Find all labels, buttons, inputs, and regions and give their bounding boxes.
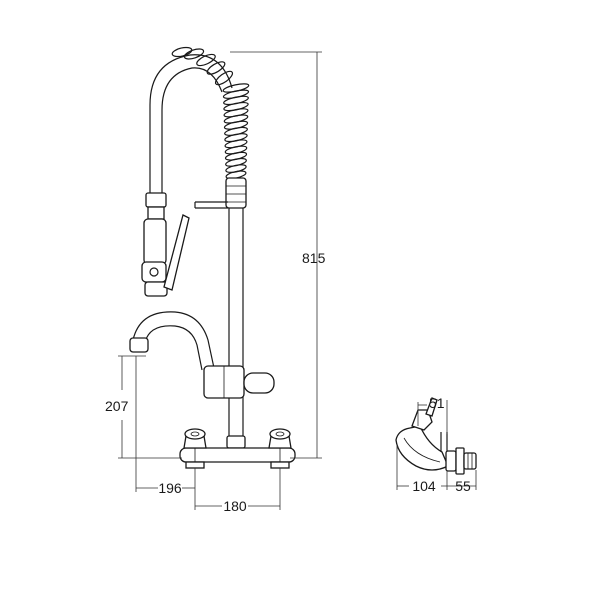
spring-coil bbox=[223, 95, 249, 106]
side-view bbox=[395, 397, 477, 475]
left-tap-head bbox=[183, 428, 207, 449]
spring-coil bbox=[223, 101, 249, 112]
spring-coil bbox=[225, 157, 247, 167]
spring-coil bbox=[223, 114, 249, 124]
dimension-side-depth bbox=[396, 444, 477, 490]
dimension-overall-height bbox=[230, 51, 322, 459]
hose-hook bbox=[194, 201, 228, 209]
spring-coil bbox=[222, 89, 250, 99]
spray-head bbox=[141, 192, 190, 297]
hose bbox=[149, 54, 233, 195]
right-tap-head bbox=[268, 428, 292, 449]
overall-height-label: 815 bbox=[302, 250, 326, 266]
dimension-inlet-centres bbox=[195, 468, 281, 510]
spring-coil bbox=[183, 48, 205, 60]
spring-coil bbox=[224, 145, 248, 155]
wall-bar bbox=[179, 447, 296, 463]
spring-coil bbox=[214, 70, 234, 86]
spring-coil bbox=[223, 108, 249, 118]
dimension-spout-height bbox=[118, 355, 182, 459]
riser-joint bbox=[226, 435, 246, 449]
spring-coil bbox=[224, 139, 248, 149]
wall-unions bbox=[185, 461, 290, 469]
spring-coil bbox=[223, 120, 249, 130]
spout-height-label: 207 bbox=[105, 398, 129, 414]
side-wall-label: 55 bbox=[455, 478, 471, 494]
mixer-body bbox=[203, 365, 275, 399]
dimension-side-top bbox=[417, 400, 448, 434]
spring-collar bbox=[225, 177, 247, 209]
inlet-centres-label: 180 bbox=[223, 498, 247, 514]
spout-reach-label: 196 bbox=[158, 480, 182, 496]
spring-coil bbox=[222, 83, 250, 93]
spring-coil bbox=[224, 151, 248, 161]
swivel-spout bbox=[129, 311, 215, 371]
dimension-spout-reach bbox=[135, 356, 196, 510]
front-view bbox=[129, 46, 296, 469]
spring-coil bbox=[224, 126, 248, 136]
spring-coil bbox=[196, 53, 216, 67]
coil-spring bbox=[171, 46, 250, 180]
spring-coil bbox=[225, 164, 247, 173]
spring-coil bbox=[224, 133, 248, 143]
spring-coil bbox=[206, 61, 226, 75]
spring-coil bbox=[171, 46, 193, 58]
side-top-label: 51 bbox=[429, 395, 445, 411]
side-depth-label: 104 bbox=[412, 478, 436, 494]
riser-pipe bbox=[228, 205, 244, 440]
